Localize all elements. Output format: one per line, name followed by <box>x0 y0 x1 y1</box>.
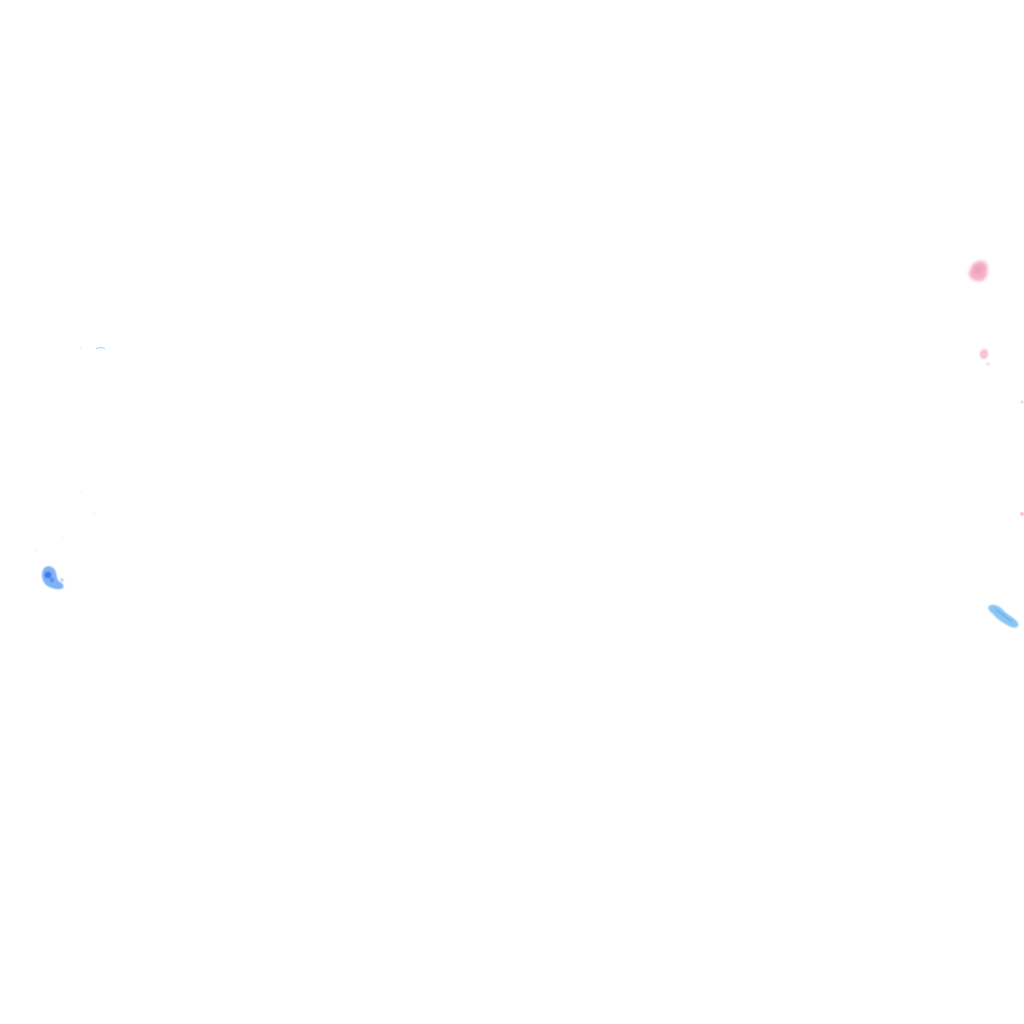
pink-edge-specks <box>1020 400 1024 516</box>
faint-dots-left <box>35 490 95 552</box>
pink-blot-right-small <box>979 349 990 366</box>
blue-blot-right <box>988 604 1019 628</box>
blue-speck-left-top <box>80 346 106 350</box>
blue-blot-left <box>42 566 64 590</box>
pink-blot-upper-right <box>968 260 988 282</box>
